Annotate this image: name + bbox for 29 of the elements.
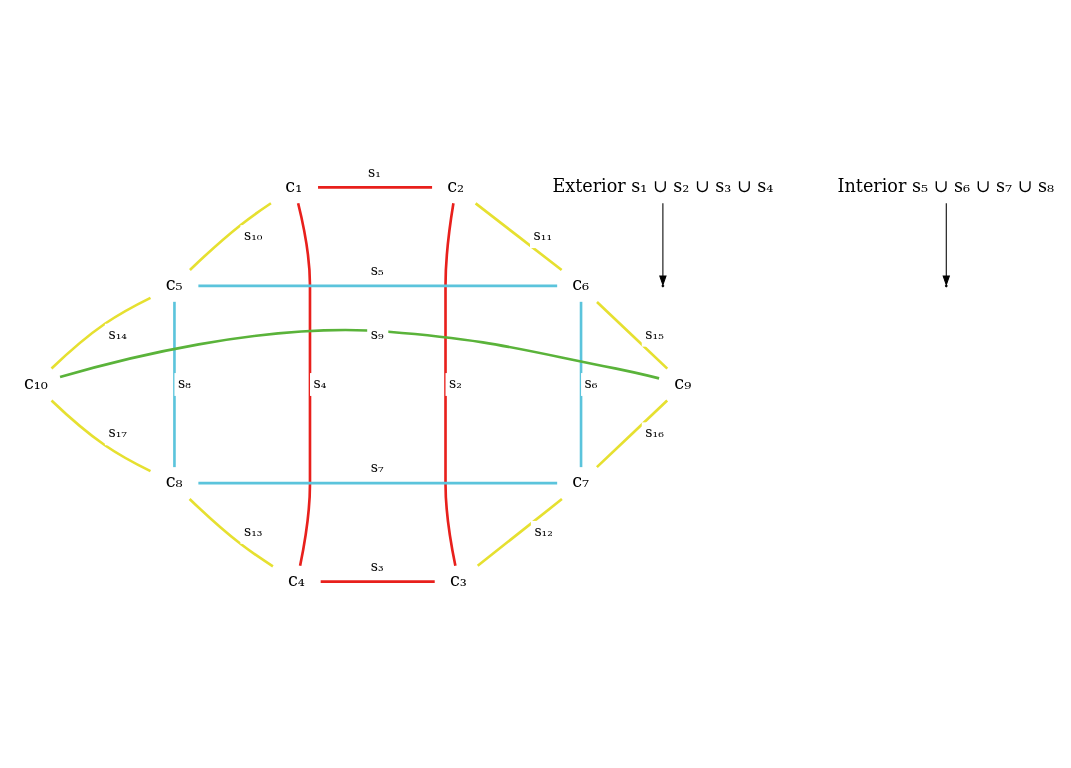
node-text: c₁ bbox=[285, 175, 303, 196]
edge-label: s₄ bbox=[313, 374, 327, 391]
edge-label: s₉ bbox=[370, 325, 384, 342]
node-text: c₇ bbox=[572, 470, 590, 491]
edge-label: s₈ bbox=[177, 374, 191, 391]
node-text: Exterior s₁ ∪ s₂ ∪ s₃ ∪ s₄ bbox=[552, 175, 774, 196]
edge-label: s₁₁ bbox=[533, 226, 553, 243]
edge-label: s₁₇ bbox=[108, 423, 127, 440]
edge-label: s₁₂ bbox=[534, 522, 553, 539]
node-text: c₂ bbox=[447, 175, 465, 196]
edge-label: s₃ bbox=[370, 557, 384, 574]
edge-label: s₇ bbox=[370, 458, 384, 475]
edge-label: s₁₀ bbox=[243, 226, 263, 243]
edge-label: s₁₃ bbox=[243, 522, 263, 539]
node-text: Interior s₅ ∪ s₆ ∪ s₇ ∪ s₈ bbox=[837, 175, 1055, 196]
node-text: c₁₀ bbox=[23, 372, 48, 393]
node-text: c₈ bbox=[165, 470, 183, 491]
edge-label: s₅ bbox=[370, 261, 384, 278]
edge-label: s₁ bbox=[368, 163, 381, 180]
edge-label: s₆ bbox=[584, 374, 598, 391]
edge-label: s₁₄ bbox=[108, 325, 127, 342]
node-text: c₉ bbox=[674, 372, 692, 393]
node-text: c₅ bbox=[165, 273, 183, 294]
node-text: c₆ bbox=[572, 273, 590, 294]
edge-label: s₂ bbox=[449, 374, 462, 391]
node-text: c₃ bbox=[449, 569, 467, 590]
node-text: c₄ bbox=[287, 569, 305, 590]
edge-label: s₁₅ bbox=[645, 325, 664, 342]
edge-label: s₁₆ bbox=[645, 423, 664, 440]
